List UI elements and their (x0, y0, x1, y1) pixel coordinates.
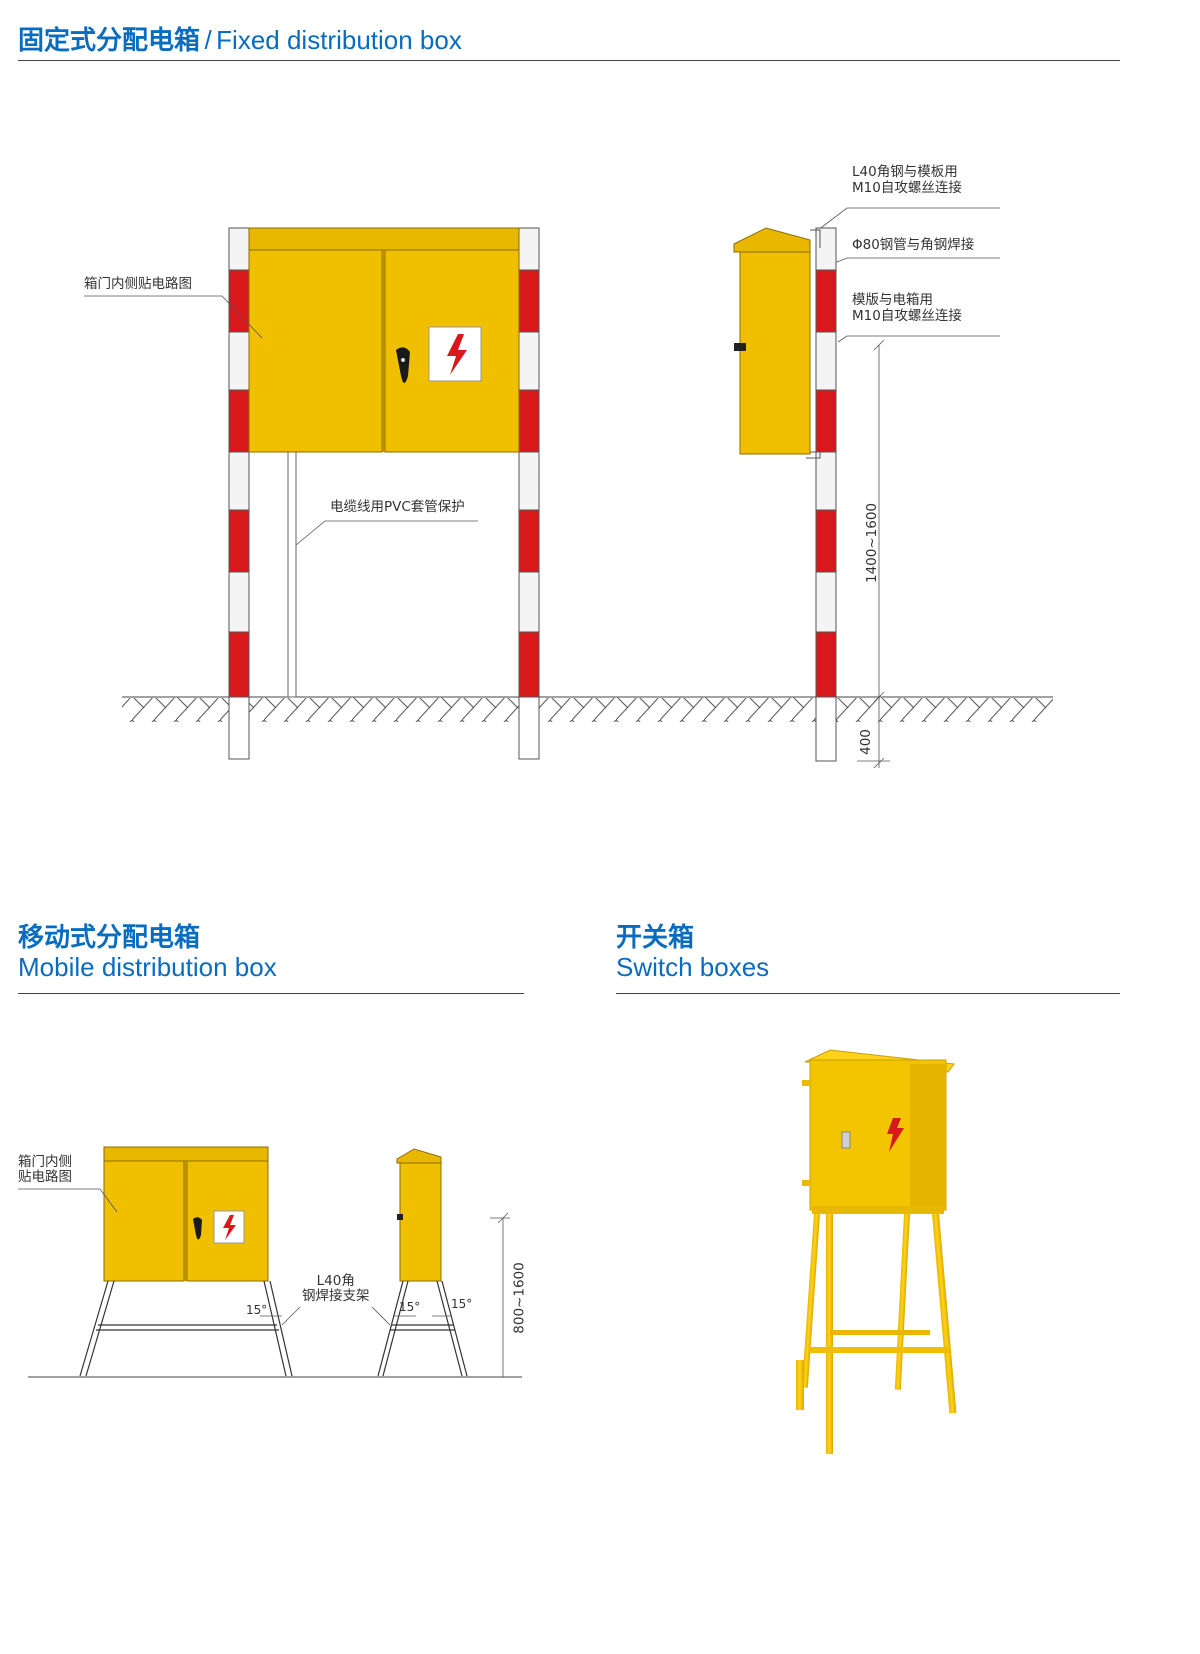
pvc-pipe (287, 451, 297, 698)
door-lock (396, 347, 410, 383)
dim-depth-fixed: 400 (857, 729, 874, 755)
label-template-line2: M10自攻螺丝连接 (852, 308, 962, 324)
side-pole (815, 227, 837, 762)
side-box (733, 227, 821, 459)
mobile-leaders (18, 1188, 452, 1326)
label-bracket-line1: L40角 (316, 1273, 355, 1289)
label-mobile-inside-door: 箱门内侧 贴电路图 (18, 1155, 72, 1185)
fixed-section-title: 固定式分配电箱 / Fixed distribution box (18, 20, 462, 57)
dimension-fixed (857, 339, 890, 769)
label-angle-steel: L40角钢与模板用 M10自攻螺丝连接 (852, 164, 962, 196)
dim-height-fixed: 1400~1600 (864, 502, 881, 584)
fixed-title-zh: 固定式分配电箱 (18, 25, 201, 55)
label-mobile-inside-door-line1: 箱门内侧 (18, 1154, 72, 1170)
leader-lines-fixed (84, 207, 1000, 546)
fixed-title-en: Fixed distribution box (216, 25, 462, 55)
mobile-box (103, 1146, 269, 1282)
angle-label-3: 15° (451, 1297, 473, 1311)
dim-height-mobile: 800~1600 (511, 1262, 528, 1334)
label-mobile-inside-door-line2: 贴电路图 (18, 1169, 72, 1185)
label-angle-steel-line2: M10自攻螺丝连接 (852, 180, 962, 196)
fixed-title-separator: / (204, 25, 212, 55)
switch-title-en: Switch boxes (616, 952, 770, 982)
switch-section-title: 开关箱 Switch boxes (616, 922, 769, 982)
label-angle-steel-line1: L40角钢与模板用 (852, 164, 958, 180)
post-right (518, 227, 540, 760)
label-pvc: 电缆线用PVC套管保护 (330, 499, 465, 515)
label-inside-door: 箱门内侧贴电路图 (84, 276, 192, 292)
dimension-mobile (490, 1212, 510, 1377)
mobile-stand (79, 1280, 293, 1377)
mobile-title-zh: 移动式分配电箱 (18, 922, 201, 952)
mobile-title-en: Mobile distribution box (18, 952, 277, 982)
label-template: 模版与电箱用 M10自攻螺丝连接 (852, 292, 962, 324)
label-pipe: Φ80钢管与角钢焊接 (852, 237, 975, 253)
angle-label-1: 15° (246, 1303, 268, 1317)
fixed-title-rule (18, 60, 1120, 61)
mobile-section-title: 移动式分配电箱 Mobile distribution box (18, 922, 277, 982)
label-bracket-line2: 钢焊接支架 (302, 1288, 370, 1304)
post-left (228, 227, 250, 760)
mobile-side-box (396, 1148, 442, 1282)
switch-title-rule (616, 993, 1120, 994)
mobile-side-stand (377, 1280, 468, 1377)
angle-label-2: 15° (399, 1300, 421, 1314)
mobile-title-rule (18, 993, 524, 994)
label-bracket: L40角 钢焊接支架 (302, 1274, 370, 1304)
high-voltage-sign (428, 326, 482, 382)
label-template-line1: 模版与电箱用 (852, 292, 933, 308)
switch-box-illustration (796, 1049, 957, 1454)
fixed-box (248, 227, 520, 453)
ground (122, 696, 1053, 722)
switch-title-zh: 开关箱 (616, 922, 695, 952)
